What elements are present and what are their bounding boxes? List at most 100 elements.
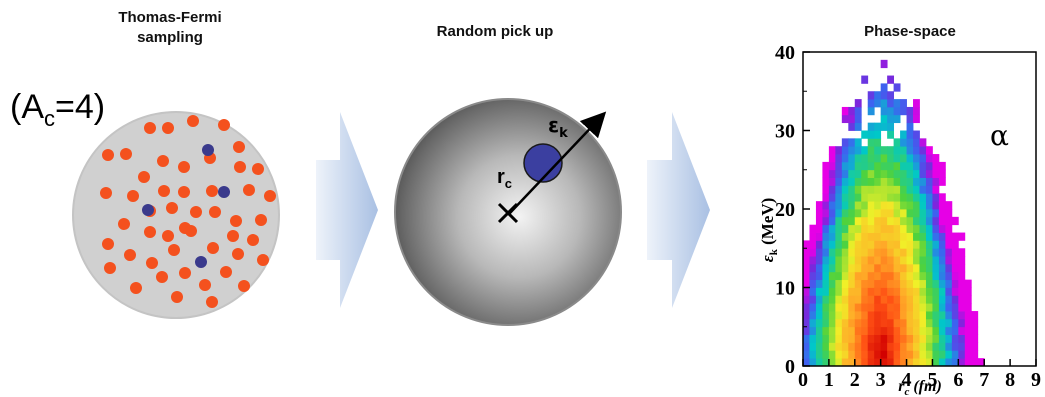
heatmap-cell bbox=[874, 138, 881, 146]
heatmap-cell bbox=[803, 264, 810, 272]
heatmap-cell bbox=[920, 335, 927, 343]
heatmap-cell bbox=[887, 225, 894, 233]
heatmap-cell bbox=[881, 288, 888, 296]
heatmap-cell bbox=[907, 115, 914, 123]
heatmap-cell bbox=[920, 280, 927, 288]
heatmap-cell bbox=[861, 193, 868, 201]
heatmap-cell bbox=[887, 342, 894, 350]
proton-dot bbox=[234, 161, 246, 173]
heatmap-cell bbox=[868, 138, 875, 146]
heatmap-cell bbox=[874, 99, 881, 107]
heatmap-cell bbox=[816, 272, 823, 280]
heatmap-cell bbox=[894, 342, 901, 350]
heatmap-cell bbox=[848, 342, 855, 350]
heatmap-cell bbox=[952, 342, 959, 350]
heatmap-cell bbox=[835, 350, 842, 358]
heatmap-cell bbox=[887, 288, 894, 296]
heatmap-cell bbox=[868, 131, 875, 139]
heatmap-cell bbox=[920, 154, 927, 162]
heatmap-cell bbox=[855, 209, 862, 217]
heatmap-cell bbox=[881, 99, 888, 107]
heatmap-cell bbox=[907, 162, 914, 170]
heatmap-cell bbox=[835, 233, 842, 241]
cluster-nucleon-dot bbox=[218, 186, 230, 198]
x-tick-label: 0 bbox=[798, 369, 808, 391]
heatmap-cell bbox=[835, 185, 842, 193]
heatmap-cell bbox=[894, 225, 901, 233]
heatmap-cell bbox=[855, 303, 862, 311]
heatmap-cell bbox=[900, 264, 907, 272]
heatmap-cell bbox=[842, 154, 849, 162]
heatmap-cell bbox=[874, 185, 881, 193]
heatmap-cell bbox=[887, 178, 894, 186]
heatmap-cell bbox=[945, 342, 952, 350]
heatmap-cell bbox=[848, 256, 855, 264]
proton-dot bbox=[130, 282, 142, 294]
heatmap-cell bbox=[855, 295, 862, 303]
heatmap-cell bbox=[913, 193, 920, 201]
heatmap-cell bbox=[907, 225, 914, 233]
heatmap-cell bbox=[894, 154, 901, 162]
heatmap-cell bbox=[939, 209, 946, 217]
heatmap-cell bbox=[842, 115, 849, 123]
heatmap-cell bbox=[842, 146, 849, 154]
heatmap-cell bbox=[945, 280, 952, 288]
heatmap-cell bbox=[861, 264, 868, 272]
heatmap-cell bbox=[952, 303, 959, 311]
heatmap-cell bbox=[803, 288, 810, 296]
heatmap-cell bbox=[861, 146, 868, 154]
proton-dot bbox=[238, 280, 250, 292]
heatmap-cell bbox=[855, 201, 862, 209]
heatmap-cell bbox=[900, 303, 907, 311]
heatmap-cell bbox=[958, 233, 965, 241]
heatmap-cell bbox=[881, 217, 888, 225]
heatmap-cell bbox=[842, 178, 849, 186]
heatmap-cell bbox=[920, 295, 927, 303]
heatmap-cell bbox=[952, 248, 959, 256]
heatmap-cell bbox=[861, 311, 868, 319]
heatmap-cell bbox=[803, 319, 810, 327]
heatmap-cell bbox=[874, 209, 881, 217]
heatmap-cell bbox=[939, 303, 946, 311]
heatmap-cell bbox=[900, 248, 907, 256]
proton-dot bbox=[190, 206, 202, 218]
heatmap-cell bbox=[881, 303, 888, 311]
heatmap-cell bbox=[894, 248, 901, 256]
heatmap-cell bbox=[945, 327, 952, 335]
heatmap-cell bbox=[848, 209, 855, 217]
heatmap-cell bbox=[835, 209, 842, 217]
heatmap-cell bbox=[952, 288, 959, 296]
heatmap-cell bbox=[809, 327, 816, 335]
heatmap-cell bbox=[932, 209, 939, 217]
heatmap-cell bbox=[958, 256, 965, 264]
heatmap-cell bbox=[874, 303, 881, 311]
proton-dot bbox=[252, 163, 264, 175]
y-tick-label: 30 bbox=[775, 121, 795, 143]
heatmap-cell bbox=[920, 311, 927, 319]
heatmap-cell bbox=[907, 131, 914, 139]
heatmap-cell bbox=[822, 225, 829, 233]
heatmap-cell bbox=[965, 327, 972, 335]
proton-dot bbox=[102, 238, 114, 250]
heatmap-cell bbox=[965, 311, 972, 319]
heatmap-cell bbox=[887, 146, 894, 154]
heatmap-cell bbox=[848, 185, 855, 193]
heatmap-cell bbox=[816, 240, 823, 248]
heatmap-cell bbox=[952, 280, 959, 288]
heatmap-cell bbox=[848, 264, 855, 272]
particle-label: α bbox=[990, 119, 1009, 152]
heatmap-cell bbox=[816, 225, 823, 233]
heatmap-cell bbox=[881, 185, 888, 193]
proton-dot bbox=[146, 257, 158, 269]
heatmap-cell bbox=[848, 217, 855, 225]
heatmap-cell bbox=[874, 233, 881, 241]
heatmap-cell bbox=[835, 248, 842, 256]
proton-dot bbox=[179, 267, 191, 279]
heatmap-cell bbox=[971, 319, 978, 327]
heatmap-cell bbox=[939, 256, 946, 264]
proton-dot bbox=[264, 190, 276, 202]
heatmap-cell bbox=[958, 248, 965, 256]
heatmap-cell bbox=[881, 311, 888, 319]
heatmap-cell bbox=[945, 295, 952, 303]
heatmap-cell bbox=[945, 288, 952, 296]
